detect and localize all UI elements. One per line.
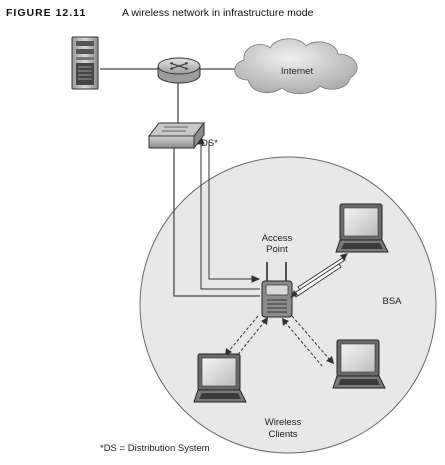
wireless-link-top bbox=[290, 253, 348, 298]
bsa-label: BSA bbox=[382, 296, 402, 307]
wireless-clients-label-line1: Wireless bbox=[265, 417, 302, 428]
ds-arrowhead-right bbox=[251, 275, 261, 283]
ds-arrow-down bbox=[208, 142, 253, 280]
ds-label: DS* bbox=[201, 138, 218, 149]
wireless-clients-label-line2: Clients bbox=[268, 429, 297, 440]
arrowhead-left-b bbox=[261, 317, 268, 325]
arrowhead-right-a bbox=[326, 356, 334, 364]
laptop-icon bbox=[193, 353, 247, 403]
ds-arrow-up bbox=[200, 142, 260, 290]
access-point-label-line1: Access bbox=[262, 233, 293, 244]
switch-ap-link bbox=[173, 147, 260, 297]
wireless-link-right bbox=[284, 315, 331, 367]
laptop-icon bbox=[332, 339, 386, 389]
server-icon bbox=[71, 36, 99, 90]
access-point-icon bbox=[261, 262, 293, 318]
arrowhead-right-b bbox=[282, 318, 289, 326]
internet-label: Internet bbox=[281, 66, 314, 77]
laptop-icon bbox=[335, 203, 389, 253]
figure-label: FIGURE 12.11 bbox=[6, 7, 86, 19]
figure-caption: A wireless network in infrastructure mod… bbox=[122, 7, 314, 19]
wired-links bbox=[100, 68, 260, 297]
router-icon bbox=[157, 57, 201, 84]
ds-arrows bbox=[197, 135, 261, 290]
switch-icon bbox=[147, 121, 206, 150]
cloud-icon bbox=[234, 38, 358, 95]
access-point-label-line2: Point bbox=[266, 244, 288, 255]
footnote: *DS = Distribution System bbox=[100, 443, 210, 454]
wireless-link-left bbox=[227, 315, 266, 358]
